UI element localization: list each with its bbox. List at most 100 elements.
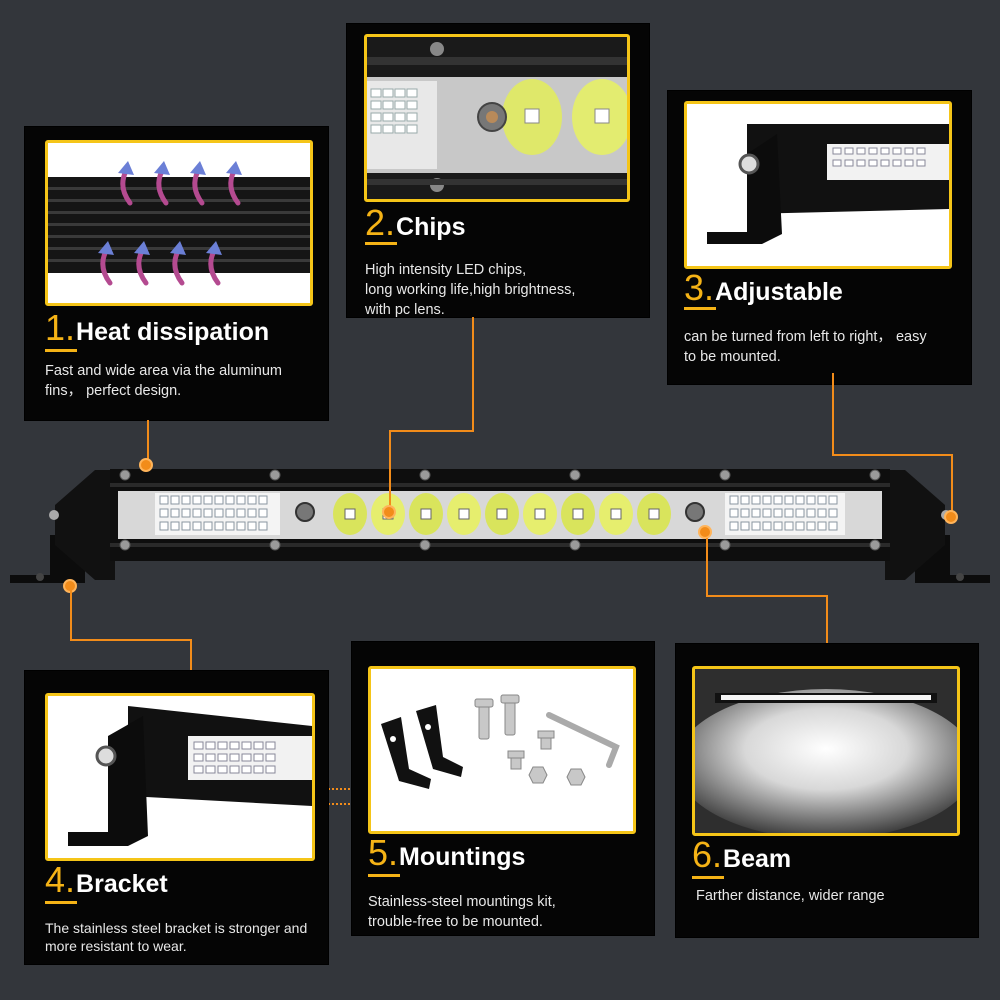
led-chip: [806, 495, 816, 505]
feature-description: Farther distance, wider range: [696, 886, 971, 906]
led-chip: [828, 508, 838, 518]
desc-line: with pc lens.: [365, 302, 445, 318]
led-chip: [751, 521, 761, 531]
led-chip: [729, 508, 739, 518]
led-chip: [192, 521, 202, 531]
led-chip: [740, 521, 750, 531]
callout-dot: [139, 458, 153, 472]
beam-image: [692, 666, 960, 836]
adjustable-image: [684, 101, 952, 269]
desc-line: High intensity LED chips,: [365, 262, 527, 278]
led-chip: [729, 495, 739, 505]
spot-chip: [534, 508, 546, 520]
led-chip: [817, 521, 827, 531]
feature-title: 3.Adjustable: [684, 267, 843, 309]
spot-chip: [496, 508, 508, 520]
led-chip: [784, 495, 794, 505]
leader-line: [706, 538, 708, 596]
led-chip: [159, 521, 169, 531]
led-chip: [247, 521, 257, 531]
led-chip: [225, 495, 235, 505]
spot-chip: [648, 508, 660, 520]
feature-title-text: Beam: [723, 845, 792, 873]
feature-title-text: Adjustable: [715, 278, 843, 306]
callout-dot: [944, 510, 958, 524]
led-chip: [740, 495, 750, 505]
led-chip: [170, 508, 180, 518]
leader-line: [832, 373, 834, 455]
callout-dot: [382, 505, 396, 519]
desc-line: Fast and wide area via the aluminum: [45, 363, 282, 379]
feature-title: 5.Mountings: [368, 832, 525, 874]
feature-description: can be turned from left to right， easy t…: [684, 327, 964, 367]
led-chip: [258, 495, 268, 505]
led-chip: [192, 508, 202, 518]
led-chip: [203, 521, 213, 531]
spot-chip: [344, 508, 356, 520]
feature-title-text: Heat dissipation: [76, 318, 270, 346]
feature-description: Stainless-steel mountings kit, trouble-f…: [368, 892, 648, 932]
feature-title: 2.Chips: [365, 202, 465, 244]
heat-fins-image: [45, 140, 313, 306]
led-chip: [762, 508, 772, 518]
led-chip: [795, 495, 805, 505]
led-chip: [773, 508, 783, 518]
desc-line: The stainless steel bracket is stronger …: [45, 920, 308, 936]
led-chip: [236, 508, 246, 518]
led-chip: [817, 495, 827, 505]
feature-description: The stainless steel bracket is stronger …: [45, 919, 325, 955]
bracket-image: [45, 693, 315, 861]
led-chip: [236, 495, 246, 505]
feature-panel-heat-dissipation: 1.Heat dissipation Fast and wide area vi…: [25, 127, 328, 420]
desc-line: more resistant to wear.: [45, 938, 187, 954]
led-chip: [159, 508, 169, 518]
feature-description: Fast and wide area via the aluminum fins…: [45, 361, 320, 401]
leader-line: [70, 590, 72, 640]
led-chip: [762, 521, 772, 531]
feature-number: 5.: [368, 832, 399, 873]
led-chip: [214, 521, 224, 531]
feature-panel-beam: 6.Beam Farther distance, wider range: [676, 644, 978, 937]
led-chip: [806, 521, 816, 531]
led-chip: [751, 495, 761, 505]
feature-panel-chips: 2.Chips High intensity LED chips, long w…: [347, 24, 649, 320]
led-chip: [170, 495, 180, 505]
led-chip: [751, 508, 761, 518]
dotted-connector: [325, 788, 361, 790]
feature-number: 2.: [365, 202, 396, 243]
feature-number: 4.: [45, 859, 76, 900]
led-chip: [784, 508, 794, 518]
leader-line: [389, 430, 391, 507]
feature-title: 6.Beam: [692, 834, 791, 876]
led-chip: [773, 521, 783, 531]
desc-line: to be mounted.: [684, 349, 781, 365]
dotted-connector: [325, 803, 361, 805]
leader-line: [951, 454, 953, 512]
leader-line: [190, 639, 192, 687]
title-underline: [692, 876, 724, 879]
title-underline: [45, 901, 77, 904]
led-chip: [159, 495, 169, 505]
title-underline: [684, 307, 716, 310]
led-chip: [192, 495, 202, 505]
spot-chip: [458, 508, 470, 520]
feature-description: High intensity LED chips, long working l…: [365, 260, 640, 320]
desc-line: trouble-free to be mounted.: [368, 914, 543, 930]
feature-title-text: Mountings: [399, 843, 526, 871]
led-chip: [806, 508, 816, 518]
led-chip: [203, 508, 213, 518]
mountings-kit-image: [368, 666, 636, 834]
led-chip: [795, 508, 805, 518]
chips-image: [364, 34, 630, 202]
desc-line: long working life,high brightness,: [365, 282, 576, 298]
feature-panel-mountings: 5.Mountings Stainless-steel mountings ki…: [352, 642, 654, 935]
leader-line: [826, 595, 828, 655]
title-underline: [45, 349, 77, 352]
led-chip: [784, 521, 794, 531]
led-chip: [203, 495, 213, 505]
led-chip: [817, 508, 827, 518]
led-chip: [214, 495, 224, 505]
spot-chip: [420, 508, 432, 520]
feature-title: 4.Bracket: [45, 859, 168, 901]
desc-line: fins， perfect design.: [45, 383, 182, 399]
